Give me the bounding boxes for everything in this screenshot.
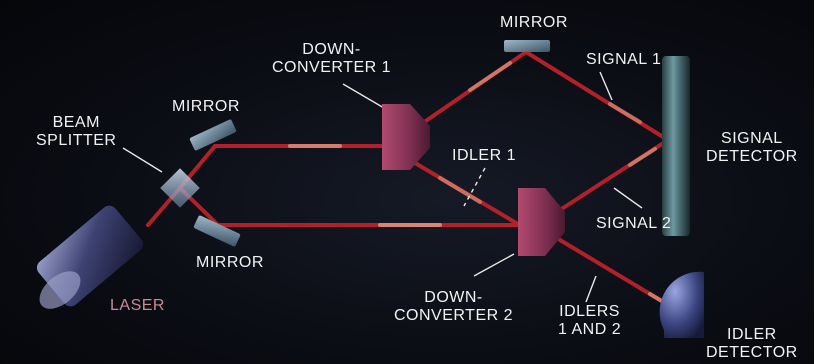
leader-signal-2	[613, 187, 643, 209]
idler-detector-dish	[659, 271, 704, 338]
leader-idlers	[585, 275, 597, 303]
label-signal-detector: SIGNAL DETECTOR	[706, 130, 798, 165]
label-down-converter-2: DOWN- CONVERTER 2	[394, 289, 514, 324]
down-converter-2-crystal	[518, 188, 565, 256]
label-mirror-top: MIRROR	[500, 14, 568, 31]
label-idlers-1-and-2: IDLERS 1 AND 2	[558, 303, 622, 338]
down-converter-1-crystal	[382, 104, 430, 170]
label-mirror-lower-left: MIRROR	[196, 254, 264, 271]
idler-1-path	[408, 158, 530, 232]
label-signal-2: SIGNAL 2	[596, 215, 672, 232]
signal-1-path-b	[524, 50, 670, 142]
signal-detector-plate	[662, 56, 690, 236]
label-signal-1: SIGNAL 1	[586, 51, 662, 68]
mirror-top-shape	[504, 40, 550, 52]
label-idler-1: IDLER 1	[452, 147, 516, 164]
leader-signal-1	[599, 71, 613, 101]
leader-down-converter-2	[473, 253, 515, 277]
leader-beam-splitter	[122, 147, 163, 173]
laser-device	[36, 205, 144, 309]
leader-down-converter-1	[342, 83, 385, 109]
label-idler-detector: IDLER DETECTOR	[706, 326, 798, 361]
laser-beams	[146, 50, 682, 314]
mirror-lower-left-shape	[193, 215, 241, 247]
label-beam-splitter: BEAM SPLITTER	[36, 114, 117, 149]
label-mirror-upper-left: MIRROR	[172, 98, 240, 115]
label-laser: LASER	[110, 297, 165, 314]
leader-lines	[122, 71, 643, 303]
label-down-converter-1: DOWN- CONVERTER 1	[272, 41, 392, 76]
beam-splitter-cube	[160, 168, 200, 208]
mirror-upper-left-shape	[189, 119, 237, 151]
